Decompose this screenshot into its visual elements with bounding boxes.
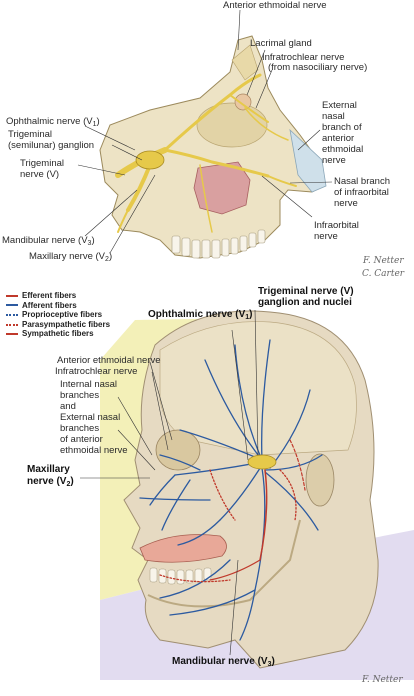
label-infratrochlear-1: Infratrochlear nerve: [262, 52, 345, 63]
teeth-bottom: [149, 567, 212, 585]
label-trigeminal-nerve-2: nerve (V): [20, 169, 60, 180]
signature-netter-bottom: F. Netter: [362, 675, 403, 685]
trigeminal-ganglion-bottom: [247, 454, 277, 470]
label-trigeminal-ganglion-2: (semilunar) ganglion: [8, 140, 95, 151]
legend-swatch: [6, 333, 18, 336]
legend-swatch: [6, 313, 18, 316]
label-anterior-ethmoidal-top: Anterior ethmoidal nerve: [223, 0, 327, 11]
label-external-nasal-2: nasal: [322, 111, 345, 122]
label-external-nasal-b1: External nasal: [60, 412, 121, 423]
label-ophthalmic-bottom: Ophthalmic nerve (V1): [148, 309, 253, 321]
orbit-bottom: [155, 429, 201, 471]
legend-item-sympathetic: Sympathetic fibers: [6, 329, 110, 339]
orbit: [196, 102, 268, 148]
label-trigeminal-ganglion-1: Trigeminal: [8, 129, 52, 140]
label-mandibular-top: Mandibular nerve (V3): [2, 235, 95, 247]
label-external-nasal-6: nerve: [322, 155, 346, 166]
skull-bone: [99, 35, 326, 259]
signature-carter: C. Carter: [362, 269, 405, 279]
label-infratrochlear-2: (from nasociliary nerve): [268, 62, 368, 73]
label-external-nasal-b2: branches: [60, 423, 100, 434]
label-external-nasal-3: branch of: [322, 122, 362, 133]
legend-item-parasympathetic: Parasympathetic fibers: [6, 320, 110, 330]
signature-netter-top: F. Netter: [363, 256, 404, 266]
label-nasal-branch-2: of infraorbital: [334, 187, 389, 198]
nasal-cartilage: [289, 128, 327, 193]
label-trigeminal-ganglion-nuclei-2: ganglion and nuclei: [258, 297, 352, 308]
label-nasal-branch-1: Nasal branch: [334, 176, 390, 187]
mandible: [147, 519, 301, 608]
legend-item-efferent: Efferent fibers: [6, 291, 110, 301]
label-infraorbital-1: Infraorbital: [314, 220, 359, 231]
label-nasal-branch-3: nerve: [334, 198, 358, 209]
label-trigeminal-ganglion-nuclei-1: Trigeminal nerve (V): [258, 286, 354, 297]
frontal-sinus: [231, 44, 259, 81]
fiber-legend: Efferent fibers Afferent fibers Proprioc…: [6, 291, 110, 339]
ear: [305, 453, 335, 507]
legend-item-afferent: Afferent fibers: [6, 301, 110, 311]
label-external-nasal-b3: of anterior: [60, 434, 103, 445]
top-leaders: [77, 9, 333, 254]
afferent-branches: [139, 339, 323, 641]
tongue: [139, 534, 227, 563]
trigeminal-ganglion: [135, 150, 165, 170]
label-maxillary-top: Maxillary nerve (V2): [29, 251, 113, 263]
legend-swatch: [6, 323, 18, 326]
upper-teeth: [171, 229, 266, 259]
legend-swatch: [6, 294, 18, 297]
label-lacrimal-gland: Lacrimal gland: [250, 38, 312, 49]
label-external-nasal-1: External: [322, 100, 357, 111]
maxillary-sinus: [193, 161, 251, 215]
legend-item-proprioceptive: Proprioceptive fibers: [6, 310, 110, 320]
label-external-nasal-4: anterior: [322, 133, 355, 144]
label-infraorbital-2: nerve: [314, 231, 338, 242]
lacrimal-gland: [234, 93, 252, 111]
label-internal-nasal-2: branches: [60, 390, 100, 401]
top-skull-section: [99, 35, 327, 259]
label-maxillary-bottom-1: Maxillary: [27, 464, 70, 475]
label-anterior-ethmoidal-bottom: Anterior ethmoidal nerve: [57, 355, 161, 366]
label-infratrochlear-bottom: Infratrochlear nerve: [55, 366, 138, 377]
legend-swatch: [6, 304, 18, 307]
label-mandibular-bottom: Mandibular nerve (V3): [172, 656, 275, 668]
bottom-leaders: [80, 309, 259, 656]
label-ophthalmic-top: Ophthalmic nerve (V1): [6, 116, 100, 128]
label-trigeminal-nerve-1: Trigeminal: [20, 158, 64, 169]
label-internal-nasal-3: and: [60, 401, 76, 412]
label-external-nasal-5: ethmoidal: [322, 144, 364, 155]
label-external-nasal-b4: ethmoidal nerve: [60, 445, 128, 456]
label-internal-nasal-1: Internal nasal: [60, 379, 118, 390]
efferent-branches: [159, 439, 306, 583]
label-maxillary-bottom-2: nerve (V2): [27, 476, 74, 488]
